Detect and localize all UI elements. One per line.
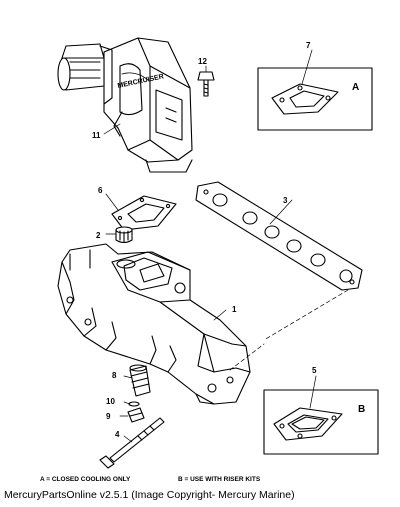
alignment-lines [229,289,349,371]
plug-part-2 [115,226,133,244]
gasket-part-6 [111,195,177,231]
callout-8: 8 [112,371,117,380]
callout-3: 3 [283,196,288,205]
leader-lines [103,49,317,443]
callout-11: 11 [92,131,101,140]
bolt-part-12 [197,71,215,97]
callout-5: 5 [312,366,317,375]
washer-part-10 [128,401,140,407]
callout-labels: 1 2 3 4 5 6 7 8 9 10 11 12 A B [92,41,365,439]
callout-7: 7 [306,41,311,50]
box-b-letter: B [358,404,365,415]
note-a: A = CLOSED COOLING ONLY [40,476,131,483]
gasket-part-3 [195,181,363,291]
bolt-part-4 [99,417,165,469]
exhaust-manifold-part-1 [57,243,251,405]
callout-9: 9 [106,412,111,421]
fitting-part-9 [127,407,145,423]
box-b-riser-kits [263,389,379,455]
callout-4: 4 [115,430,120,439]
callout-6: 6 [98,186,103,195]
callout-1: 1 [232,305,237,314]
elbow-part-11 [57,37,193,173]
copyright-footer: MercuryPartsOnline v2.5.1 (Image Copyrig… [4,489,295,501]
box-a-closed-cooling [257,67,373,131]
callout-2: 2 [96,231,101,240]
diagram-notes: A = CLOSED COOLING ONLY B = USE WITH RIS… [40,476,370,488]
fitting-part-8 [129,364,151,397]
callout-12: 12 [198,57,207,66]
box-a-letter: A [352,82,359,93]
note-b: B = USE WITH RISER KITS [178,476,261,483]
callout-10: 10 [106,397,115,406]
